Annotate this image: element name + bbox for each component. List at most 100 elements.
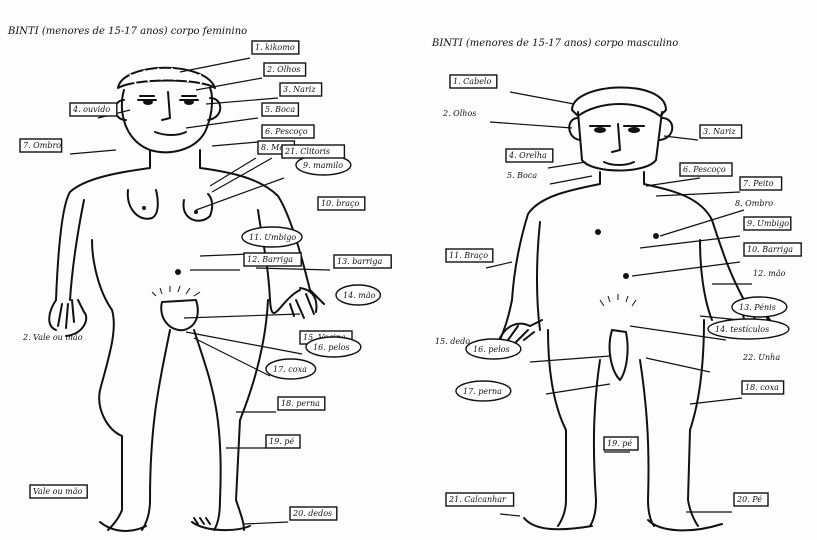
male-mouth [604, 162, 634, 165]
female-label-text: 6. Pescoço [265, 127, 308, 136]
male-label-18: 19. pé [604, 437, 638, 450]
female-label-21: 2. Vale ou mão [22, 333, 83, 342]
female-label-text: 7. Ombro [23, 141, 61, 150]
female-label-0: 1. kikomo [252, 41, 299, 54]
male-label-text: 7. Peito [743, 179, 774, 188]
female-diagram: BINTI (menores de 15-17 anos) corpo femi… [7, 26, 330, 531]
male-label-10: 11. Braço [446, 249, 493, 262]
male-label-6: 7. Peito [740, 177, 782, 190]
male-label-text: 3. Nariz [703, 127, 736, 136]
female-hair-marks [152, 286, 200, 296]
male-label-11: 12. mão [753, 269, 786, 278]
female-left-leg [92, 240, 122, 530]
male-label-7: 8. Ombro [735, 199, 773, 208]
female-right-leg [236, 300, 268, 530]
male-navel [623, 273, 629, 279]
male-label-0: 1. Cabelo [450, 75, 497, 88]
female-label-text: 19. pé [269, 437, 294, 446]
female-label-text: 14. mão [343, 291, 376, 300]
male-label-text: 22. Unha [742, 353, 780, 362]
male-genitals [610, 330, 628, 380]
female-label-text: 4. ouvido [72, 105, 110, 114]
female-label-text: 16. pelos [313, 343, 350, 352]
female-label-11: 12. Barriga [244, 253, 301, 266]
female-label-4: 5. Boca [262, 103, 298, 116]
male-label-14: 15. dedo [435, 337, 470, 346]
male-right-arm-inner [700, 240, 712, 320]
female-breast-left [128, 190, 158, 219]
male-hair [572, 87, 666, 116]
female-label-text: Vale ou mão [33, 487, 83, 496]
female-label-text: 2. Olhos [266, 65, 300, 74]
male-label-9: 10. Barriga [744, 243, 801, 256]
female-inner-left-leg [142, 330, 170, 530]
female-label-22: Vale ou mão [30, 485, 87, 498]
female-head [122, 88, 212, 152]
female-label-18: 19. pé [266, 435, 300, 448]
female-label-3: 4. ouvido [70, 103, 117, 116]
male-left-side [500, 172, 600, 340]
male-label-text: 6. Pescoço [683, 165, 726, 174]
male-label-text: 11. Braço [449, 251, 488, 260]
male-label-text: 18. coxa [745, 383, 779, 392]
female-left-arm-inner [70, 200, 84, 300]
female-label-1: 2. Olhos [264, 63, 306, 76]
male-label-15: 16. pelos [466, 339, 521, 359]
female-label-2: 3. Nariz [280, 83, 322, 96]
female-label-text: 5. Boca [265, 105, 295, 114]
female-label-9: 10. braço [318, 197, 365, 210]
female-navel [175, 269, 181, 275]
female-label-15: 16. pelos [306, 337, 361, 357]
male-diagram: BINTI (menores de 15-17 anos) corpo masc… [431, 38, 770, 530]
male-chest-left [595, 229, 601, 235]
male-inner-right-leg [640, 360, 654, 526]
male-label-text: 2. Olhos [442, 109, 476, 118]
male-label-text: 13. Pénis [739, 303, 776, 312]
female-label-13: 14. mão [336, 285, 380, 305]
male-label-4: 5. Boca [507, 171, 537, 180]
male-title: BINTI (menores de 15-17 anos) corpo masc… [431, 38, 678, 49]
female-inner-right-leg [194, 330, 221, 530]
male-label-20: 21. Calcanhar [446, 493, 514, 506]
male-right-foot [648, 520, 722, 530]
male-label-text: 4. Orelha [508, 151, 547, 160]
female-label-6: 7. Ombro [20, 139, 62, 152]
female-label-text: 10. braço [321, 199, 359, 208]
female-label-19: 20. dedos [290, 507, 337, 520]
male-label-13: 14. testículos [708, 319, 789, 339]
male-label-5: 6. Pescoço [680, 163, 732, 176]
male-label-group: 1. Cabelo 2. Olhos 3. Nariz 4. Orelha 5. Boc… [435, 75, 801, 506]
female-left-side [56, 150, 150, 300]
female-title: BINTI (menores de 15-17 anos) corpo femi… [7, 26, 247, 37]
male-pupil-left [594, 127, 606, 133]
male-label-text: 5. Boca [507, 171, 537, 180]
female-label-text: 12. Barriga [247, 255, 293, 264]
male-label-2: 3. Nariz [700, 125, 742, 138]
male-label-text: 14. testículos [715, 325, 769, 334]
female-left-hand [49, 300, 86, 336]
female-label-text: 21. Clitoris [284, 147, 330, 156]
male-label-21: 22. Unha [742, 353, 780, 362]
male-label-text: 21. Calcanhar [448, 495, 507, 504]
female-label-text: 20. dedos [292, 509, 332, 518]
female-label-20: 21. Clitoris [282, 145, 344, 158]
female-label-text: 17. coxa [273, 365, 307, 374]
female-nipple-left [142, 206, 146, 210]
male-label-19: 20. Pé [734, 493, 768, 506]
female-genital-area [161, 300, 198, 330]
male-label-8: 9. Umbigo [744, 217, 791, 230]
female-left-foot [100, 522, 146, 531]
female-label-17: 18. perna [278, 397, 325, 410]
male-label-text: 8. Ombro [735, 199, 773, 208]
female-label-text: 11. Umbigo [249, 233, 296, 242]
male-label-text: 20. Pé [736, 495, 762, 504]
female-label-text: 2. Vale ou mão [22, 333, 83, 342]
female-label-text: 13. barriga [337, 257, 382, 266]
female-nipple-right [194, 210, 198, 214]
male-label-text: 12. mão [753, 269, 786, 278]
female-label-text: 9. mamilo [303, 161, 343, 170]
female-label-text: 3. Nariz [283, 85, 316, 94]
female-label-group: 1. kikomo 2. Olhos 3. Nariz 4. ouvido 5. Boc… [20, 41, 391, 520]
male-label-text: 15. dedo [435, 337, 470, 346]
